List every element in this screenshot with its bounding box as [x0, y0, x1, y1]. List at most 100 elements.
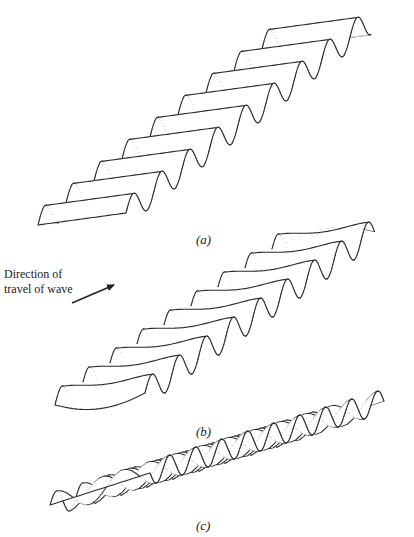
wave-profile — [137, 339, 138, 343]
wave-profile — [294, 77, 295, 82]
wave-profile — [210, 143, 211, 148]
wave-profile — [95, 172, 96, 176]
wave-profile — [150, 473, 151, 476]
distorted-wave-sheet — [55, 222, 375, 410]
wave-profile — [324, 46, 325, 50]
wave-profile — [55, 401, 56, 405]
wave-profile — [57, 393, 58, 397]
wave-profile — [266, 99, 267, 104]
wave-profile — [322, 55, 323, 60]
wave-profile — [164, 320, 165, 324]
wave-profile — [267, 94, 268, 98]
wave-profile — [273, 241, 274, 245]
wave-profile — [227, 327, 228, 331]
wave-profile — [156, 178, 157, 182]
ridge-line — [55, 393, 145, 410]
wave-profile — [246, 260, 247, 264]
wave-profile — [236, 58, 237, 62]
wave-profile — [319, 68, 320, 72]
wave-profile — [362, 232, 363, 236]
wave-profile — [237, 125, 238, 130]
wave-profile — [84, 374, 85, 378]
wave-profile — [147, 381, 148, 385]
wave-profile — [211, 138, 212, 142]
wave-profile — [309, 267, 310, 271]
wave-profile — [305, 283, 306, 287]
wave-profile — [192, 298, 193, 302]
wave-profile — [151, 128, 152, 132]
wave-profile — [350, 33, 351, 38]
wave-profile — [333, 260, 334, 264]
direction-arrow — [72, 285, 114, 303]
wave-profile — [363, 229, 364, 233]
figure-label: (c) — [196, 518, 210, 534]
wave-profile — [268, 90, 269, 94]
wave-profile — [240, 112, 241, 116]
wave-profile — [196, 364, 197, 368]
wave-profile — [40, 212, 41, 216]
sheet-strip — [55, 389, 146, 410]
wave-profile — [250, 326, 251, 330]
wave-profile — [165, 317, 166, 321]
wave-profile — [352, 24, 353, 28]
wave-profile — [225, 336, 226, 340]
wave-profile — [128, 200, 129, 204]
wave-profile — [359, 245, 360, 249]
wave-profile — [358, 250, 359, 254]
wave-profile — [170, 378, 171, 382]
wave-profile — [295, 72, 296, 76]
wave-profile — [293, 81, 294, 86]
wave-profile — [174, 362, 175, 366]
wave-profile — [361, 237, 362, 241]
wave-profile — [200, 346, 201, 350]
wave-profile — [226, 332, 227, 336]
wave-profile — [239, 116, 240, 120]
wave-profile — [146, 384, 147, 388]
wave-profile — [212, 134, 213, 138]
wave-profile — [334, 256, 335, 260]
wave-profile — [224, 340, 225, 344]
figure-label: (b) — [196, 424, 211, 440]
wave-profile — [183, 160, 184, 164]
wave-profile — [179, 178, 180, 182]
wave-profile — [180, 174, 181, 178]
wave-profile — [171, 374, 172, 378]
wave-profile — [207, 156, 208, 160]
wave-profile — [351, 28, 352, 32]
wave-profile — [208, 152, 209, 156]
wave-profile — [292, 86, 293, 90]
wave-profile — [153, 191, 154, 196]
wave-profile — [265, 103, 266, 108]
wave-profile — [218, 282, 219, 286]
wave-profile — [272, 244, 273, 248]
wave-profile — [282, 286, 283, 290]
wave-profile — [280, 294, 281, 298]
wave-profile — [208, 80, 209, 84]
ridge-line — [50, 473, 150, 505]
wave-profile — [264, 36, 265, 40]
wave-profile — [152, 196, 153, 200]
wave-profile — [39, 216, 40, 220]
sheet-strip — [38, 209, 127, 226]
wave-profile — [347, 46, 348, 50]
wave-profile — [320, 64, 321, 68]
wave-profile — [169, 383, 170, 387]
figure-label: (a) — [196, 232, 211, 248]
wave-profile — [154, 187, 155, 192]
wave-profile — [332, 264, 333, 268]
wave-profile — [198, 355, 199, 359]
plane-wave-sheet — [38, 17, 371, 225]
wave-profile — [306, 279, 307, 283]
wave-profile — [111, 355, 112, 359]
wave-profile — [235, 62, 236, 66]
wave-profile — [207, 84, 208, 88]
wave-profile — [56, 396, 57, 400]
wave-profile — [152, 124, 153, 128]
wave-profile — [127, 204, 128, 208]
wave-profile — [173, 365, 174, 369]
wave-profile — [96, 168, 97, 172]
wave-profile — [180, 102, 181, 106]
wave-profile — [138, 336, 139, 340]
wave-profile — [252, 317, 253, 321]
direction-note: Direction of travel of wave — [4, 267, 86, 297]
